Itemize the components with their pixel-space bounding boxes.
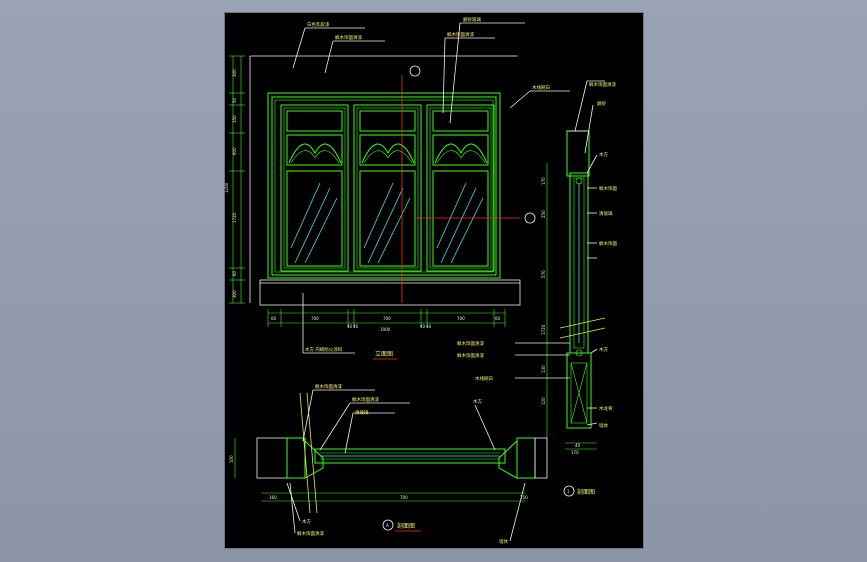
elevation-title: 立面图 xyxy=(375,350,393,358)
window-panel-middle xyxy=(353,104,422,272)
callout-elev-2: 枫木饰面清漆 xyxy=(335,34,362,41)
elevation-left-dim-labels: 300 50 150 600 1200 1720 60 300 xyxy=(225,69,237,298)
svg-text:40: 40 xyxy=(575,443,581,448)
elevation-bottom-dim-labels: 60 700 40 40 700 40 40 700 60 1000 xyxy=(271,316,501,332)
svg-text:250: 250 xyxy=(541,210,546,218)
window-panel-right xyxy=(426,104,495,272)
svg-text:170: 170 xyxy=(541,177,546,185)
elevation-view xyxy=(229,22,570,354)
cad-drawing-sheet: 白色乳胶漆 枫木饰面清漆 磨砂玻璃 枫木饰面清漆 木线刷白 木方 内刷防火涂料 … xyxy=(225,13,643,548)
drawing-canvas: 白色乳胶漆 枫木饰面清漆 磨砂玻璃 枫木饰面清漆 木线刷白 木方 内刷防火涂料 … xyxy=(225,16,617,545)
section-view xyxy=(515,80,606,497)
callout-plan-6: 枫木饰面清漆 xyxy=(297,530,324,537)
callout-sec-4: 枫木饰面 xyxy=(599,185,617,192)
callout-sec-8: 枫木饰面清漆 xyxy=(457,352,484,359)
plan-marker: A xyxy=(386,523,389,528)
plan-title: 剖面图 xyxy=(397,522,415,530)
elevation-dims-bottom xyxy=(267,309,506,327)
plan-leaders xyxy=(286,389,526,542)
glass-hatch xyxy=(290,182,484,264)
callout-plan-7: 墙体 xyxy=(499,538,508,545)
elevation-leaders xyxy=(292,22,570,354)
callout-sec-6: 枫木饰面 xyxy=(599,240,617,247)
svg-text:570: 570 xyxy=(541,270,546,278)
svg-text:600: 600 xyxy=(232,147,237,155)
callout-sec-10: 木线刷白 xyxy=(475,375,493,382)
callout-elev-1: 白色乳胶漆 xyxy=(307,21,330,28)
svg-text:40: 40 xyxy=(347,324,353,329)
svg-text:300: 300 xyxy=(232,69,237,77)
svg-text:60: 60 xyxy=(495,316,501,321)
callout-plan-4: 木方 xyxy=(473,398,482,405)
callout-plan-5: 木方 xyxy=(302,518,311,525)
svg-text:700: 700 xyxy=(311,316,319,321)
svg-text:120: 120 xyxy=(541,397,546,405)
section-title: 剖面图 xyxy=(577,488,595,496)
plan-view xyxy=(234,389,548,542)
svg-text:50: 50 xyxy=(232,97,237,103)
svg-text:700: 700 xyxy=(457,316,465,321)
svg-text:1720: 1720 xyxy=(541,324,546,335)
section-dim-labels: 170 250 570 1720 130 120 40 170 xyxy=(541,177,581,455)
svg-text:1720: 1720 xyxy=(232,212,237,223)
callout-elev-4: 枫木饰面清漆 xyxy=(447,31,474,38)
section-marker: 1 xyxy=(567,489,570,494)
svg-text:150: 150 xyxy=(232,115,237,123)
plan-dim-labels: 100 160 700 150 xyxy=(229,455,528,500)
svg-text:40: 40 xyxy=(426,324,432,329)
svg-text:170: 170 xyxy=(571,450,579,455)
callout-sec-9: 木方 xyxy=(599,346,608,353)
callout-sec-5: 清玻璃 xyxy=(599,210,613,217)
svg-text:1000: 1000 xyxy=(380,327,391,332)
svg-text:700: 700 xyxy=(383,316,391,321)
svg-text:100: 100 xyxy=(229,455,234,463)
svg-text:40: 40 xyxy=(353,324,359,329)
callout-elev-3: 磨砂玻璃 xyxy=(463,16,481,23)
callout-sec-2: 磨砂 xyxy=(597,100,606,107)
callout-plan-2: 枫木饰面清漆 xyxy=(352,396,379,403)
section-leaders xyxy=(515,80,605,426)
svg-text:300: 300 xyxy=(232,290,237,298)
callout-sec-3: 木方 xyxy=(599,151,608,158)
svg-text:160: 160 xyxy=(269,495,277,500)
elevation-dims-left xyxy=(229,55,245,304)
callout-plan-3: 清玻璃 xyxy=(355,409,369,416)
svg-text:60: 60 xyxy=(271,316,277,321)
callout-sec-11: 木龙骨 xyxy=(599,405,613,412)
window-panel-left xyxy=(280,104,349,272)
svg-text:700: 700 xyxy=(400,495,408,500)
svg-text:60: 60 xyxy=(232,270,237,276)
callout-elev-6: 木方 内刷防火涂料 xyxy=(305,346,343,353)
callout-sec-1: 枫木饰面清漆 xyxy=(589,81,616,88)
callout-sec-12: 墙体 xyxy=(599,422,608,429)
callout-plan-1: 枫木饰面清漆 xyxy=(315,383,342,390)
svg-text:40: 40 xyxy=(420,324,426,329)
callout-elev-5: 木线刷白 xyxy=(532,84,550,91)
svg-text:150: 150 xyxy=(520,495,528,500)
svg-text:130: 130 xyxy=(541,365,546,373)
svg-text:1200: 1200 xyxy=(225,182,229,193)
callout-sec-7: 枫木饰面清漆 xyxy=(457,340,484,347)
